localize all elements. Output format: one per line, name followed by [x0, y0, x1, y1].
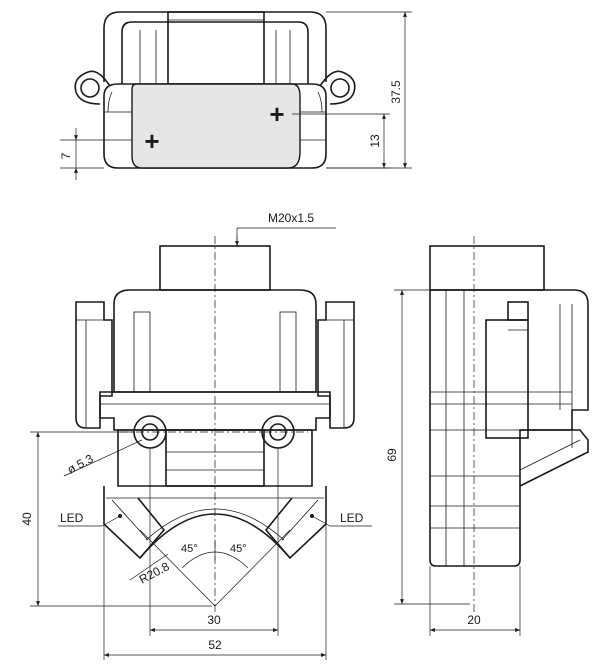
top-view: + + 37.5 13 7	[59, 11, 412, 180]
dim-30: 30	[207, 613, 221, 627]
top-ear-right	[319, 70, 356, 105]
front-flange	[99, 391, 331, 431]
dim-52: 52	[208, 638, 222, 652]
led-right-label: LED	[340, 511, 364, 525]
dim-37-5: 37.5	[389, 80, 403, 104]
dim-69: 69	[385, 448, 399, 462]
top-bracket-inner	[121, 21, 309, 84]
angle-right-label: 45°	[230, 543, 247, 555]
angle-left-label: 45°	[181, 543, 198, 555]
side-jaw-lip	[519, 429, 589, 487]
plus-right: +	[269, 99, 284, 129]
top-ear-left	[74, 70, 111, 105]
side-body	[429, 289, 589, 567]
front-housing-upper	[113, 289, 317, 393]
side-boss	[429, 245, 545, 291]
front-side-left	[75, 301, 113, 429]
dim-20: 20	[467, 613, 481, 627]
top-label-plate	[131, 83, 301, 169]
led-left-label: LED	[60, 511, 84, 525]
front-side-right	[317, 301, 355, 429]
side-view: 69 20	[385, 236, 589, 636]
top-ear-right-hole	[330, 78, 350, 98]
top-body	[103, 83, 327, 169]
v-jaw-right	[264, 486, 327, 560]
dim-13: 13	[368, 134, 382, 148]
v-jaw-left	[103, 486, 166, 560]
thread-label: M20x1.5	[268, 211, 314, 225]
side-plunger	[485, 319, 529, 439]
top-ear-left-hole	[80, 78, 100, 98]
hole-diameter-label: ø 5.3	[65, 451, 96, 476]
plus-left: +	[144, 126, 159, 156]
dim-40: 40	[20, 512, 34, 526]
dim-7: 7	[59, 152, 73, 159]
front-view: M20x1.5 ø 5.3 LED LED 45° 45° R20.8 40 3…	[20, 211, 372, 660]
